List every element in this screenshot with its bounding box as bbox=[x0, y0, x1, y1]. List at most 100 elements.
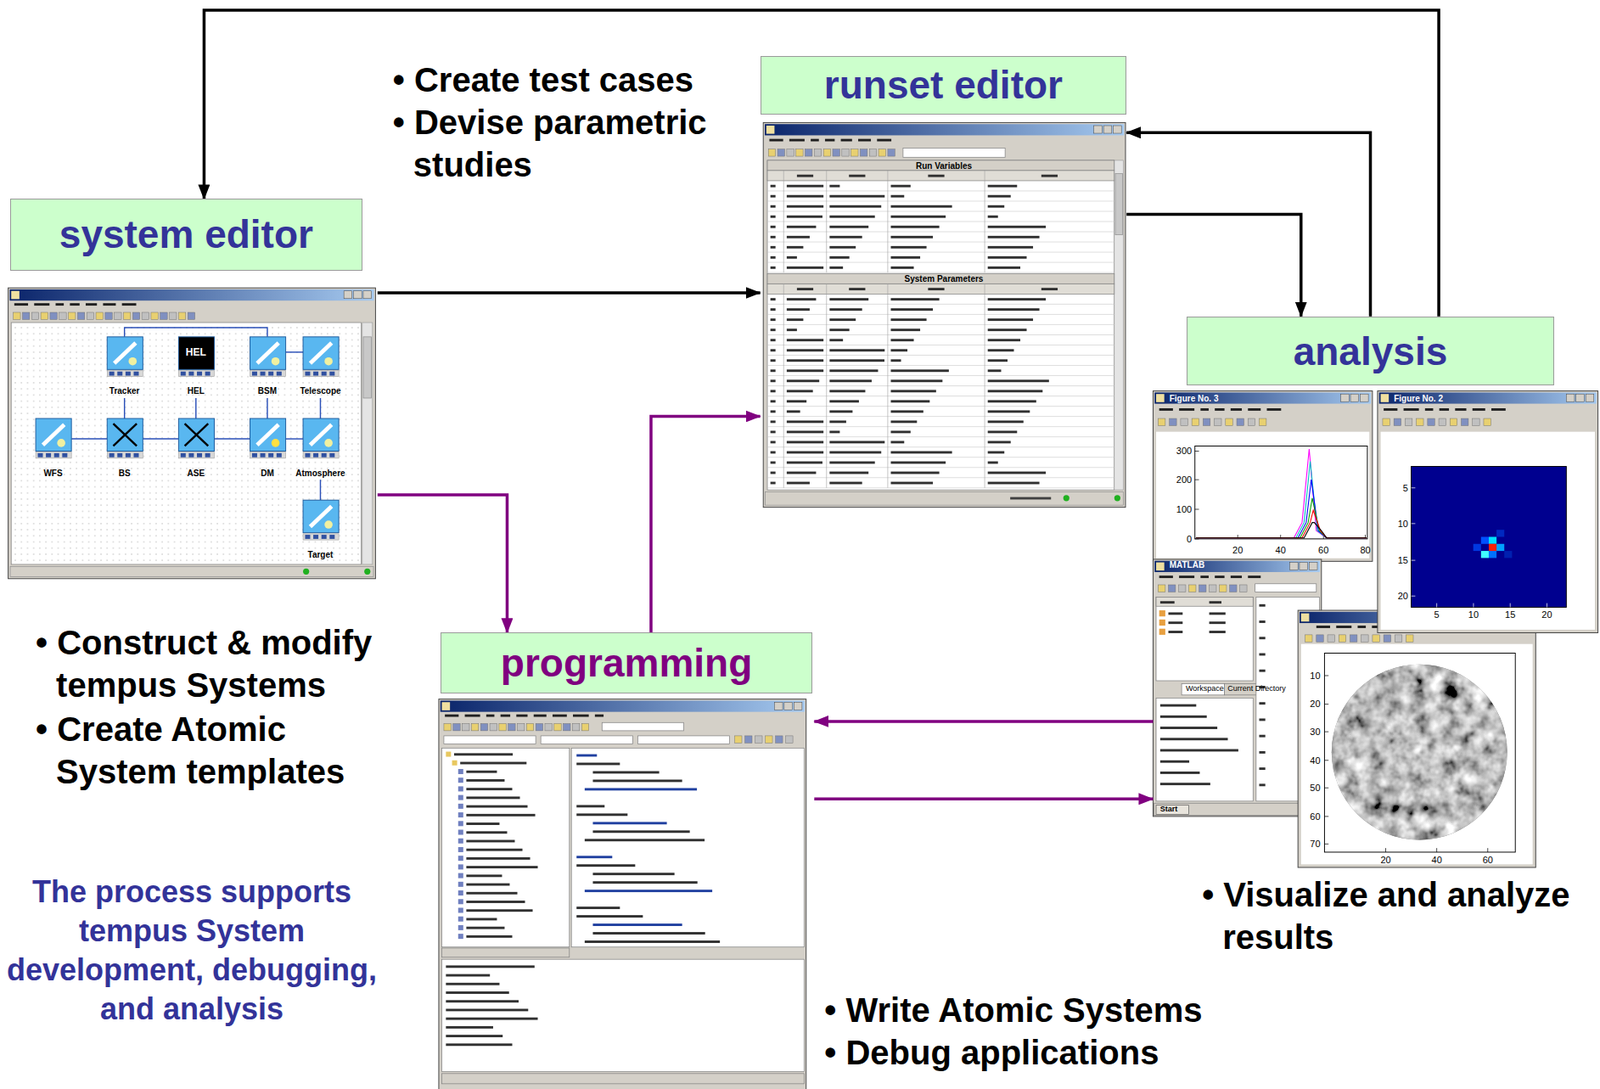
text-placeholder bbox=[890, 225, 939, 229]
block-port bbox=[37, 453, 43, 458]
text-placeholder bbox=[1160, 715, 1208, 719]
text-placeholder bbox=[445, 974, 490, 977]
text-placeholder bbox=[465, 830, 507, 834]
title-button bbox=[1103, 125, 1112, 134]
block-port bbox=[321, 534, 327, 539]
tree-icon bbox=[458, 881, 464, 888]
text-placeholder bbox=[988, 215, 999, 219]
text-placeholder bbox=[829, 215, 875, 219]
block-port bbox=[268, 371, 274, 377]
flow-arrow bbox=[377, 494, 508, 633]
text-placeholder bbox=[465, 822, 500, 826]
matlab-window bbox=[1152, 559, 1321, 817]
window-title: Figure No. 3 bbox=[1169, 392, 1219, 403]
block-port bbox=[321, 453, 327, 458]
grid-line bbox=[887, 283, 888, 488]
toolbar-icon bbox=[755, 735, 763, 743]
block-port bbox=[321, 371, 327, 377]
block-port bbox=[180, 371, 186, 377]
block-glyph bbox=[56, 438, 66, 448]
block-port bbox=[125, 371, 131, 377]
text-placeholder bbox=[786, 338, 824, 342]
axis-tick: 70 bbox=[1309, 838, 1320, 849]
block-icon bbox=[250, 418, 287, 451]
axis-tick: 40 bbox=[1431, 854, 1443, 865]
tree-pane bbox=[442, 747, 570, 947]
programming-window bbox=[438, 699, 807, 1089]
block-glyph bbox=[185, 423, 209, 446]
text-placeholder bbox=[829, 308, 862, 311]
text-placeholder bbox=[592, 881, 697, 884]
toolbar-icon bbox=[151, 312, 158, 320]
block-port bbox=[329, 453, 335, 458]
text-placeholder bbox=[584, 940, 720, 944]
block-port bbox=[276, 371, 282, 377]
text-placeholder bbox=[1159, 575, 1174, 579]
text-placeholder bbox=[770, 246, 776, 249]
block-strip bbox=[106, 370, 143, 377]
title-button bbox=[1341, 393, 1350, 402]
text-placeholder bbox=[770, 225, 776, 229]
window-icon bbox=[11, 291, 20, 300]
block-port bbox=[313, 453, 319, 458]
text-placeholder bbox=[1200, 408, 1209, 411]
text-placeholder bbox=[890, 185, 910, 188]
phase-screen-image bbox=[1329, 662, 1510, 843]
text-placeholder bbox=[770, 471, 776, 475]
flow-arrow bbox=[1126, 132, 1370, 316]
text-placeholder bbox=[1258, 653, 1265, 657]
text-placeholder bbox=[770, 482, 776, 485]
text-placeholder bbox=[592, 821, 667, 825]
toolbar-icon bbox=[563, 723, 571, 730]
text-placeholder bbox=[1316, 625, 1331, 629]
block-name: Atmosphere bbox=[295, 467, 345, 478]
block-port bbox=[252, 371, 258, 377]
phase-screen-texture bbox=[1329, 662, 1510, 843]
toolbar-icon bbox=[22, 312, 29, 320]
plot-line bbox=[1195, 498, 1367, 539]
block-port bbox=[117, 371, 123, 377]
grid-line bbox=[767, 426, 1115, 427]
block-wire bbox=[286, 437, 304, 439]
title-button bbox=[793, 701, 803, 710]
text-placeholder bbox=[465, 865, 538, 869]
tab bbox=[1181, 684, 1224, 696]
text-placeholder bbox=[890, 379, 943, 382]
toolbar-icon bbox=[823, 149, 831, 157]
text-placeholder bbox=[786, 369, 824, 372]
text-placeholder bbox=[890, 246, 927, 249]
tree-icon bbox=[458, 864, 464, 870]
toolbar-icon bbox=[1393, 418, 1401, 426]
grid-line bbox=[767, 303, 1115, 305]
flow-arrow bbox=[203, 10, 1439, 317]
text-placeholder bbox=[576, 906, 620, 910]
figure-window bbox=[1297, 610, 1536, 868]
text-placeholder bbox=[770, 185, 776, 188]
toolbar-icon bbox=[1214, 418, 1222, 426]
title-bar bbox=[9, 289, 374, 301]
text-placeholder bbox=[858, 139, 871, 142]
axis-tick: 60 bbox=[1482, 854, 1494, 865]
text-placeholder bbox=[1247, 575, 1261, 579]
text-placeholder bbox=[1258, 669, 1265, 673]
text-placeholder bbox=[770, 348, 776, 352]
grid-line bbox=[984, 283, 986, 488]
bullet-note: • Construct & modify tempus Systems bbox=[35, 621, 401, 707]
text-placeholder bbox=[592, 779, 682, 782]
intensity-pixel bbox=[1504, 550, 1512, 558]
tree-icon bbox=[452, 760, 458, 766]
text-placeholder bbox=[584, 889, 713, 893]
tree-icon bbox=[458, 916, 464, 922]
title-bar bbox=[440, 700, 805, 712]
text-placeholder bbox=[786, 451, 824, 455]
text-placeholder bbox=[890, 461, 946, 465]
text-placeholder bbox=[829, 359, 885, 362]
text-placeholder bbox=[1167, 630, 1183, 634]
toolbar-combo bbox=[601, 722, 684, 731]
block-port bbox=[205, 453, 211, 458]
window-frame bbox=[1152, 559, 1321, 817]
toolbar-icon bbox=[814, 149, 821, 157]
toolbar-icon bbox=[1327, 634, 1335, 642]
text-placeholder bbox=[465, 787, 512, 791]
text-placeholder bbox=[1160, 760, 1190, 764]
